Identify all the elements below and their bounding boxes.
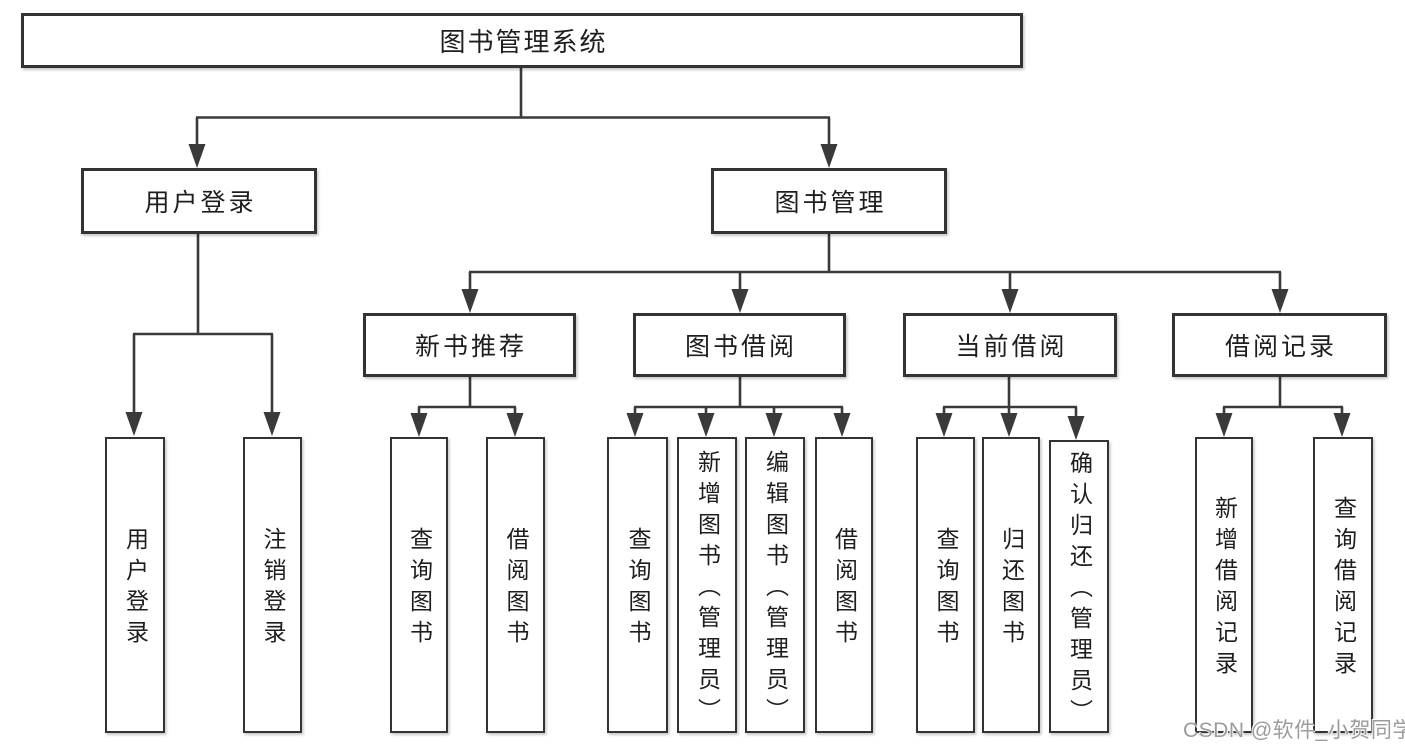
node-label: 新书推荐: [414, 333, 527, 361]
connector-newbook-to-leaves: [417, 377, 517, 415]
node-current-borrow: 当前借阅: [903, 313, 1117, 377]
leaf-label: 注销登录: [260, 527, 286, 651]
leaf-query-books-recommend: 查询图书: [390, 437, 448, 733]
leaf-label: 新增借阅记录: [1211, 496, 1238, 682]
node-library-system: 图书管理系统: [21, 13, 1023, 68]
node-label: 借阅记录: [1224, 333, 1337, 361]
node-book-borrow: 图书借阅: [633, 313, 846, 377]
leaf-borrow-books-recommend: 借阅图书: [486, 437, 545, 733]
arrowheads: [125, 144, 1351, 440]
leaf-label: 查询图书: [625, 527, 651, 651]
leaf-confirm-return-admin: 确认归还（管理员）: [1049, 440, 1109, 733]
leaf-return-books: 归还图书: [982, 437, 1040, 733]
leaf-add-books-admin: 新增图书（管理员）: [677, 437, 737, 733]
leaf-query-borrow-record: 查询借阅记录: [1313, 437, 1373, 733]
leaf-label: 借阅图书: [831, 527, 858, 651]
node-label: 用户登录: [144, 189, 257, 217]
leaf-label: 借阅图书: [503, 527, 529, 651]
node-label: 图书借阅: [684, 333, 797, 361]
leaf-label: 编辑图书（管理员）: [762, 449, 789, 729]
leaf-add-borrow-record: 新增借阅记录: [1195, 437, 1253, 733]
leaf-label: 查询图书: [933, 527, 959, 651]
leaf-borrow-books-borrow: 借阅图书: [815, 437, 873, 733]
node-borrow-record: 借阅记录: [1172, 313, 1387, 377]
node-label: 图书管理: [774, 189, 887, 217]
connector-bookmgmt-to-level3: [468, 234, 1282, 291]
leaf-query-books-borrow: 查询图书: [607, 437, 668, 733]
leaf-label: 用户登录: [122, 527, 149, 651]
node-label: 当前借阅: [955, 333, 1068, 361]
watermark: CSDN @软件_小贺同学: [1183, 719, 1405, 742]
connector-bookborrow-to-leaves: [633, 377, 844, 415]
leaf-query-books-current: 查询图书: [916, 437, 975, 733]
leaf-user-login: 用户登录: [105, 437, 165, 733]
leaf-edit-books-admin: 编辑图书（管理员）: [745, 437, 805, 733]
connector-currentborrow-to-leaves: [942, 377, 1078, 418]
connector-root-to-level2: [195, 68, 831, 146]
connector-userlogin-to-leaves: [132, 234, 274, 414]
leaf-label: 查询图书: [406, 527, 433, 651]
node-user-login: 用户登录: [81, 168, 317, 234]
node-book-management: 图书管理: [711, 168, 947, 234]
leaf-label: 确认归还（管理员）: [1066, 451, 1093, 730]
node-label: 图书管理系统: [439, 27, 608, 57]
connector-borrowrecord-to-leaves: [1222, 377, 1344, 415]
node-new-book-recommend: 新书推荐: [363, 313, 576, 377]
leaf-logout: 注销登录: [243, 437, 302, 733]
leaf-label: 归还图书: [998, 527, 1025, 651]
leaf-label: 查询借阅记录: [1330, 496, 1357, 682]
leaf-label: 新增图书（管理员）: [694, 449, 721, 729]
